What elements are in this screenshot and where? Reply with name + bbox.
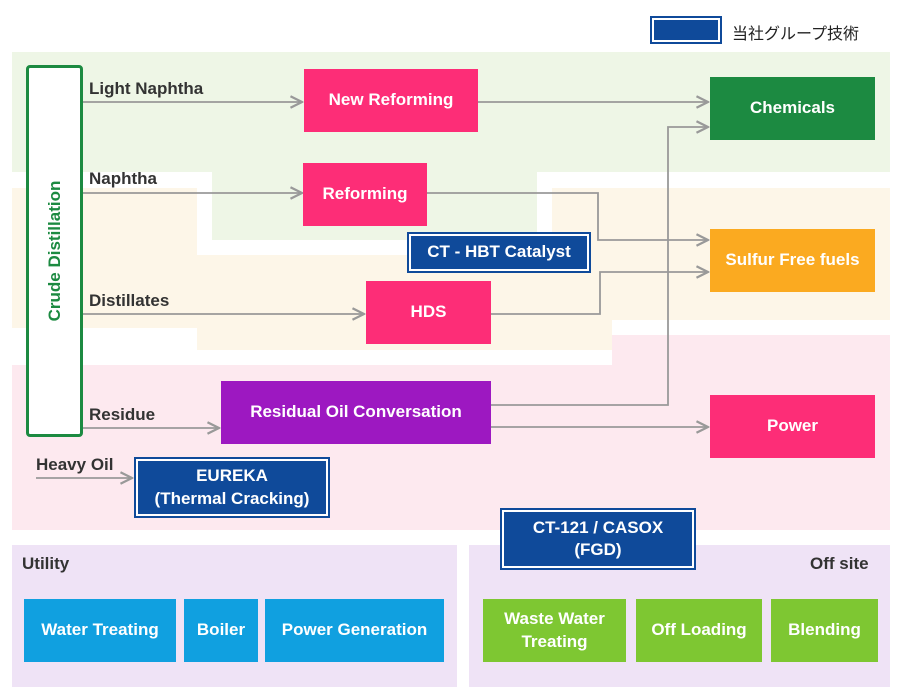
legend-swatch [650, 16, 722, 44]
tech-eureka-line1: EUREKA [196, 466, 268, 486]
offsite-waste-water-treating: Waste Water Treating [483, 599, 626, 662]
offsite-waste-water-line2: Treating [521, 631, 588, 651]
stream-distillates: Distillates [89, 291, 170, 310]
offsite-title: Off site [810, 554, 869, 573]
product-power: Power [710, 395, 875, 458]
tech-ct-121-casox: CT-121 / CASOX (FGD) [500, 508, 696, 570]
legend-label: 当社グループ技術 [732, 26, 860, 43]
utility-power-generation: Power Generation [265, 599, 444, 662]
power-band-top [612, 335, 890, 365]
stream-residue: Residue [89, 405, 156, 424]
product-chemicals: Chemicals [710, 77, 875, 140]
tech-eureka-line2: (Thermal Cracking) [154, 488, 310, 508]
process-new-reforming: New Reforming [304, 69, 478, 132]
tech-ct121-line1: CT-121 / CASOX [532, 517, 664, 537]
stream-light-naphtha: Light Naphtha [89, 79, 204, 98]
offsite-waste-water-line1: Waste Water [504, 609, 605, 629]
crude-distillation-label: Crude Distillation [44, 180, 64, 322]
tech-eureka: EUREKA (Thermal Cracking) [134, 457, 330, 518]
utility-boiler: Boiler [184, 599, 258, 662]
process-hds: HDS [366, 281, 491, 344]
tech-ct121-line2: (FGD) [574, 540, 622, 559]
stream-naphtha: Naphtha [89, 169, 157, 188]
product-sulfur-free-fuels: Sulfur Free fuels [710, 229, 875, 292]
crude-distillation-column: Crude Distillation [26, 65, 83, 437]
utility-title: Utility [22, 554, 70, 573]
tech-ct-hbt-catalyst: CT - HBT Catalyst [407, 232, 591, 273]
process-residual-oil-conversation: Residual Oil Conversation [221, 381, 491, 444]
process-reforming: Reforming [303, 163, 427, 226]
utility-water-treating: Water Treating [24, 599, 176, 662]
stream-heavy-oil: Heavy Oil [36, 455, 114, 474]
offsite-off-loading: Off Loading [636, 599, 762, 662]
offsite-blending: Blending [771, 599, 878, 662]
